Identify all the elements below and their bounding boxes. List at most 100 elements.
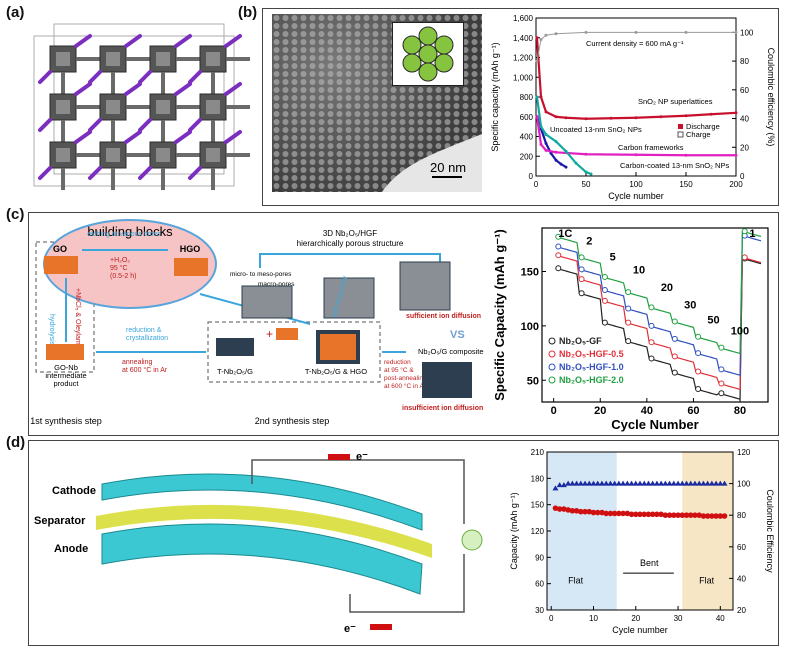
chart-d-capacity-point (654, 511, 660, 518)
chart-d-flat-region (547, 452, 617, 610)
purple-ligand (124, 34, 142, 48)
chart-c-series-line (555, 234, 762, 377)
chart-d-ce-point (645, 480, 652, 486)
chart-c-rate-label: 2 (586, 235, 592, 247)
chart-d-capacity-point (569, 508, 576, 514)
chart-c-point (555, 233, 562, 240)
chart-d-ce-point (687, 480, 694, 486)
chart-d-capacity-point (590, 509, 597, 516)
purple-ligand (174, 82, 192, 96)
separator-layer (96, 504, 432, 558)
chart-d-ce-point (721, 480, 728, 486)
tnbg-hgo-stack (316, 330, 360, 364)
tnbg-label: T-Nb₂O₅/G (217, 367, 253, 376)
go-sheet (44, 256, 78, 274)
chart-d-capacity-point (611, 510, 618, 517)
chart-d-capacity-point (603, 510, 609, 517)
chart-d-capacity-point (675, 512, 681, 518)
chart-b-ylabel: Specific capacity (mAh g⁻¹) (490, 42, 500, 151)
chart-d-ytick-label: 30 (535, 606, 544, 615)
chart-c-point (625, 338, 632, 345)
chart-d-capacity-point (666, 512, 673, 518)
chart-d-region-flat1: Flat (568, 576, 584, 586)
chart-d-ce-point (675, 480, 682, 486)
chart-b-ytick-label: 600 (520, 113, 534, 122)
chart-c-legend-entry: Nb₂O₅-GF (559, 336, 602, 346)
chart-b-point (589, 172, 593, 176)
hgf-bracket (259, 253, 441, 268)
chart-c-point (741, 254, 748, 261)
purple-ligand (174, 130, 192, 144)
purple-ligand (88, 166, 102, 180)
chart-c-point (578, 276, 585, 283)
chart-b-point (634, 30, 638, 34)
chart-d-y2tick-label: 120 (737, 448, 751, 457)
chart-d-capacity-point (628, 511, 635, 518)
chart-b-point (539, 125, 543, 129)
chart-c-rate-label: 50 (707, 315, 719, 327)
chart-b-point (734, 153, 738, 157)
purple-ligand (88, 70, 102, 84)
chart-d-ce-point (603, 480, 610, 486)
chart-c-rate-label: 10 (633, 265, 645, 277)
chart-d-y2tick-label: 60 (737, 543, 746, 552)
chart-c-point (601, 286, 608, 293)
chart-c-point (718, 380, 725, 387)
tem-scale-label: 20 nm (430, 160, 467, 175)
purple-ligand (124, 130, 142, 144)
chart-c-xtick-label: 80 (734, 405, 746, 417)
chart-d-capacity-point (620, 510, 626, 517)
purple-ligand (38, 166, 52, 180)
hgo-label: HGO (180, 244, 201, 254)
chart-b-y2tick-label: 40 (740, 115, 749, 124)
chart-d-ce-point (666, 480, 673, 486)
chart-c-ytick-label: 100 (521, 321, 539, 333)
purple-ligand (224, 34, 242, 48)
chart-b-point (554, 115, 558, 119)
chart-d-capacity-point (641, 511, 648, 518)
mof-cage-window (156, 52, 170, 66)
chart-b-point (535, 36, 539, 40)
chart-c-point (578, 254, 585, 261)
chart-d-capacity-point (632, 511, 639, 518)
chart-b-xtick-label: 50 (582, 180, 591, 189)
hgf-title: 3D Nb₂O₅/HGF (323, 229, 377, 238)
purple-ligand (224, 82, 242, 96)
chart-c-point (671, 353, 678, 360)
chart-b-point (559, 162, 563, 166)
go-label: GO (53, 244, 67, 254)
chart-c-xtick-label: 40 (641, 405, 653, 417)
chart-d-ce-point (565, 480, 572, 486)
reduction-label: crystallization (126, 335, 168, 342)
chart-c-plot-area (541, 227, 769, 403)
chart-b-point (634, 153, 638, 157)
chart-b-point (609, 116, 613, 120)
chart-c-legend-marker (548, 376, 556, 384)
purple-ligand (38, 118, 52, 132)
annealing-label: annealing (122, 359, 152, 366)
chart-b-point (734, 30, 738, 34)
chart-b-point (539, 38, 543, 42)
purple-ligand (74, 130, 92, 144)
mof-cage-window (106, 100, 120, 114)
chart-b-ytick-label: 1,400 (513, 34, 534, 43)
chart-c-point (555, 243, 562, 250)
chart-c-rate-label: 1 (749, 228, 755, 240)
chart-c-legend-marker (548, 363, 556, 371)
chart-c-point (578, 290, 585, 297)
chart-d-capacity-point (616, 510, 622, 517)
chart-d-ce-point (641, 480, 648, 486)
chart-b-point (554, 139, 558, 143)
chart-b-point (544, 33, 548, 37)
chart-c-point (601, 273, 608, 280)
chart-b-point (574, 161, 578, 165)
chart-c-series-line (555, 257, 762, 400)
chart-c-point (695, 350, 702, 357)
hgf-title: hierarchically porous structure (297, 239, 404, 248)
chart-c-series-line (555, 254, 762, 391)
chart-d-capacity-point (586, 508, 593, 515)
chart-d-y2tick-label: 100 (737, 480, 751, 489)
chart-b-legend-marker (677, 131, 684, 138)
chart-d-ce-point (679, 480, 686, 486)
chart-d-ce-point (628, 480, 635, 486)
